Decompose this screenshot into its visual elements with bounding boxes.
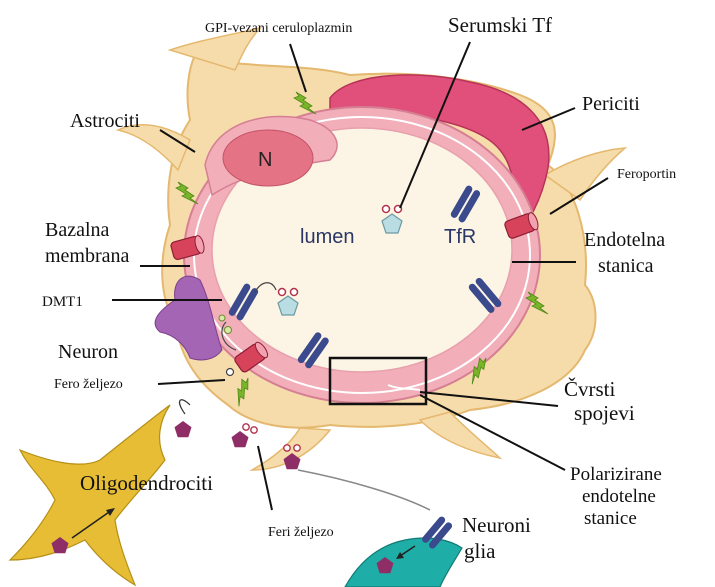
oligodendrocyte-cell xyxy=(10,405,170,585)
label-astrociti: Astrociti xyxy=(70,110,140,132)
label-serum-tf: Serumski Tf xyxy=(448,13,552,37)
label-polar-2: endotelne xyxy=(582,486,656,507)
label-feroportin: Feroportin xyxy=(617,167,676,182)
astrocyte-process-bottom-right xyxy=(420,412,500,458)
ferric-iron-oligo xyxy=(175,421,192,437)
leader-feri xyxy=(258,446,272,510)
label-bazalna-2: membrana xyxy=(45,245,130,267)
label-bazalna-1: Bazalna xyxy=(45,219,110,241)
label-endotelna-2: stanica xyxy=(598,255,654,277)
label-glia: glia xyxy=(464,539,496,563)
label-polar-1: Polarizirane xyxy=(570,464,662,485)
tfr-label: TfR xyxy=(444,226,476,248)
lumen-label: lumen xyxy=(300,226,354,248)
label-feri-zeljezo: Feri željezo xyxy=(268,525,334,540)
label-gpi-ceruloplasmin: GPI-vezani ceruloplazmin xyxy=(205,21,352,36)
label-polar-3: stanice xyxy=(584,508,637,529)
ferrous-iron-dot xyxy=(227,369,234,376)
glia-cell xyxy=(345,538,462,587)
label-periciti: Periciti xyxy=(582,93,640,115)
label-neuroni: Neuroni xyxy=(462,513,531,537)
nucleus-label: N xyxy=(258,149,272,171)
label-fero-zeljezo: Fero željezo xyxy=(54,377,123,392)
label-dmt1: DMT1 xyxy=(42,294,83,310)
label-neuron: Neuron xyxy=(58,341,118,363)
dmt1-dot-2 xyxy=(219,315,225,321)
ferric-iron-release xyxy=(232,424,258,448)
iron-to-glia-line xyxy=(298,470,430,510)
label-cvrsti-1: Čvrsti xyxy=(564,377,616,401)
dmt1-dot xyxy=(225,327,232,334)
iron-flow-arrow xyxy=(180,400,190,414)
label-oligodendrociti: Oligodendrociti xyxy=(80,471,213,495)
label-cvrsti-2: spojevi xyxy=(574,401,635,425)
label-endotelna-1: Endotelna xyxy=(584,229,665,251)
